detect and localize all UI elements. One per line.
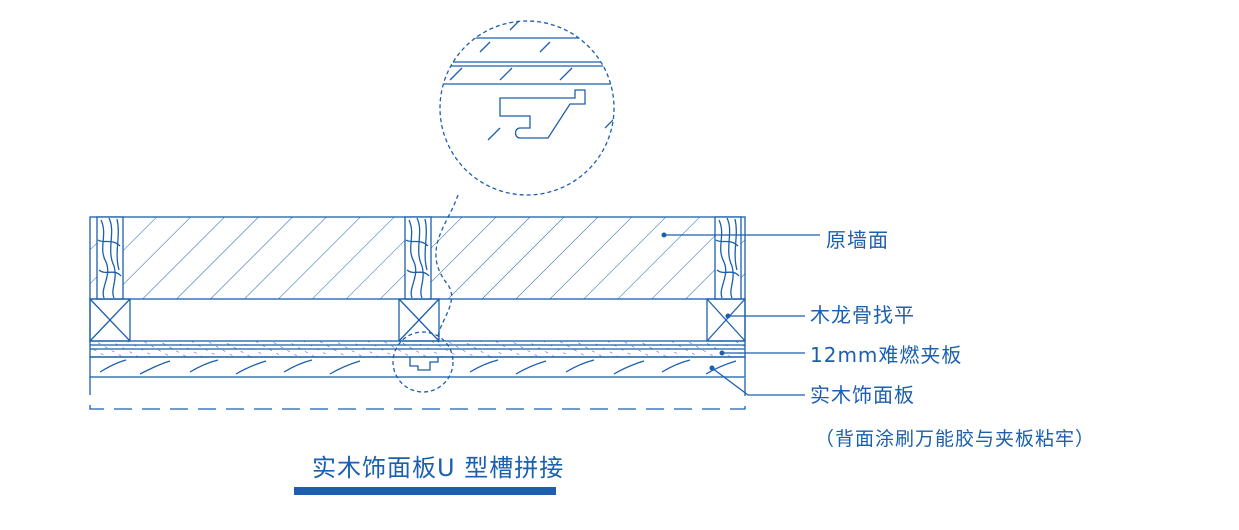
title-underline [294, 487, 556, 495]
label-plywood-board: 12mm难燃夹板 [810, 343, 963, 367]
leader-lines [664, 234, 820, 396]
label-wood-keel: 木龙骨找平 [810, 303, 915, 327]
wood-stud-grain [96, 216, 742, 300]
label-note: （背面涂刷万能胶与夹板粘牢） [815, 428, 1096, 450]
veneer-panel-layer [89, 356, 746, 378]
label-veneer-panel: 实木饰面板 [810, 383, 915, 407]
plywood-board-layer [89, 340, 746, 358]
joint-detail-circle-large [439, 20, 615, 196]
enlarged-detail [440, 21, 614, 141]
label-original-wall: 原墙面 [826, 228, 889, 252]
joint-detail-circle-small [392, 331, 454, 393]
u-groove-joint [409, 357, 439, 371]
finish-dashed-line [89, 377, 746, 410]
wood-keel-layer [89, 298, 746, 342]
callout-connector [435, 194, 459, 346]
drawing-title: 实木饰面板U 型槽拼接 [312, 454, 565, 482]
